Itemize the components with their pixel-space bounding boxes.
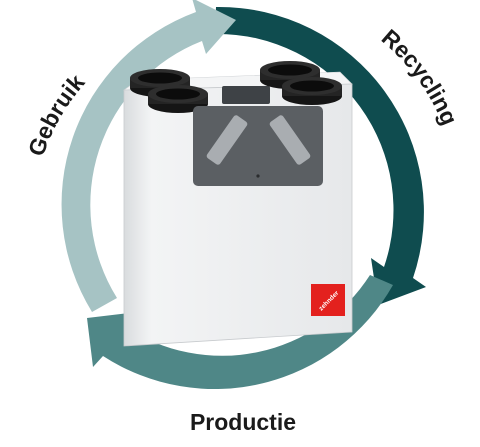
brand-logo: zehnder — [311, 284, 345, 316]
unit-front-panel — [193, 106, 323, 186]
recycling-arrow — [215, 6, 426, 305]
unit-top-box — [222, 86, 270, 104]
filter-slot-right — [269, 115, 311, 165]
productie-arrow — [87, 275, 393, 390]
ventilation-unit: zehnder — [123, 61, 353, 347]
filter-slot-left — [206, 115, 248, 165]
duct-collar-front-right — [282, 77, 342, 105]
gebruik-arrow — [61, 0, 236, 312]
stage-label-productie: Productie — [190, 409, 296, 435]
cycle-arrows — [61, 0, 426, 390]
panel-indicator — [256, 174, 260, 178]
duct-collar-front-left — [148, 85, 208, 113]
